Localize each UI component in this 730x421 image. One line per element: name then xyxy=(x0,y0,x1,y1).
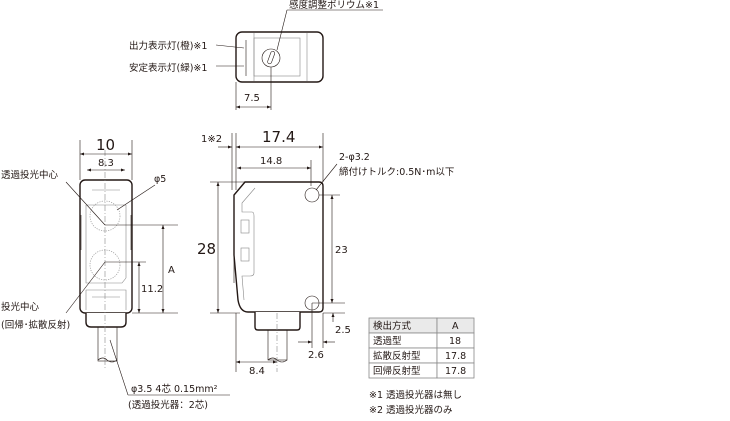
cable-note: (透過投光器：2芯) xyxy=(128,399,208,411)
table-cell-a: 17.8 xyxy=(445,366,466,377)
top-view: 感度調整ボリウム※1 出力表示灯(橙)※1 安定表示灯(緑)※1 7.5 xyxy=(129,0,383,110)
table-header-method: 検出方式 xyxy=(373,320,412,332)
cable-spec: φ3.5 4芯 0.15mm² xyxy=(131,383,218,395)
torque-spec: 締付けトルク:0.5N･m以下 xyxy=(339,166,454,178)
dim-8-4: 8.4 xyxy=(249,366,265,377)
table-cell-method: 回帰反射型 xyxy=(373,365,421,377)
dim-7-5: 7.5 xyxy=(244,93,260,104)
hole-spec: 2-φ3.2 xyxy=(339,152,370,163)
stable-led-label: 安定表示灯(緑)※1 xyxy=(129,62,207,74)
table-row: 透過型 18 xyxy=(368,332,475,349)
top-body xyxy=(235,31,324,83)
detection-method-table: 検出方式 A 透過型 18 拡散反射型 17.8 回帰反射型 17.8 xyxy=(368,317,475,379)
table-cell-method: 拡散反射型 xyxy=(373,350,421,362)
table-cell-a: 17.8 xyxy=(445,351,466,362)
dim-23: 23 xyxy=(335,245,348,256)
dim-14-8: 14.8 xyxy=(260,156,282,167)
emitter-center-note: (回帰･拡散反射) xyxy=(1,319,70,331)
table-row: 拡散反射型 17.8 xyxy=(368,347,475,364)
output-led-label: 出力表示灯(橙)※1 xyxy=(129,40,207,52)
volume-label: 感度調整ボリウム※1 xyxy=(289,0,379,11)
through-beam-center-label: 透過投光中心 xyxy=(1,169,59,181)
dim-2-6: 2.6 xyxy=(308,350,324,361)
front-body xyxy=(79,179,133,314)
dim-11-2: 11.2 xyxy=(141,284,163,295)
note-1: ※1 透過投光器は無し xyxy=(369,389,462,401)
table-cell-a: 18 xyxy=(449,336,461,347)
table-cell-method: 透過型 xyxy=(373,335,402,347)
cable xyxy=(97,326,118,362)
dim-10: 10 xyxy=(96,136,115,154)
volume-window xyxy=(253,37,301,77)
dim-A: A xyxy=(168,265,175,276)
phi5-label: φ5 xyxy=(154,174,166,185)
side-view: 1※2 17.4 14.8 2-φ3.2 締付けトルク:0.5N･m以下 28 … xyxy=(197,128,454,377)
dim-17-4: 17.4 xyxy=(262,128,295,146)
dim-28: 28 xyxy=(197,240,216,258)
dim-8-3: 8.3 xyxy=(98,158,114,169)
emitter-center-label: 投光中心 xyxy=(1,301,40,313)
front-view: 10 8.3 透過投光中心 φ5 A 11.2 投光中心 (回帰･拡散反射) φ… xyxy=(1,136,230,411)
note-2: ※2 透過投光器のみ xyxy=(369,404,453,416)
table-row: 回帰反射型 17.8 xyxy=(368,362,475,379)
dim-2-5: 2.5 xyxy=(335,325,351,336)
side-cable xyxy=(267,329,288,361)
table-header-a: A xyxy=(452,321,459,332)
dim-1: 1※2 xyxy=(201,134,222,145)
